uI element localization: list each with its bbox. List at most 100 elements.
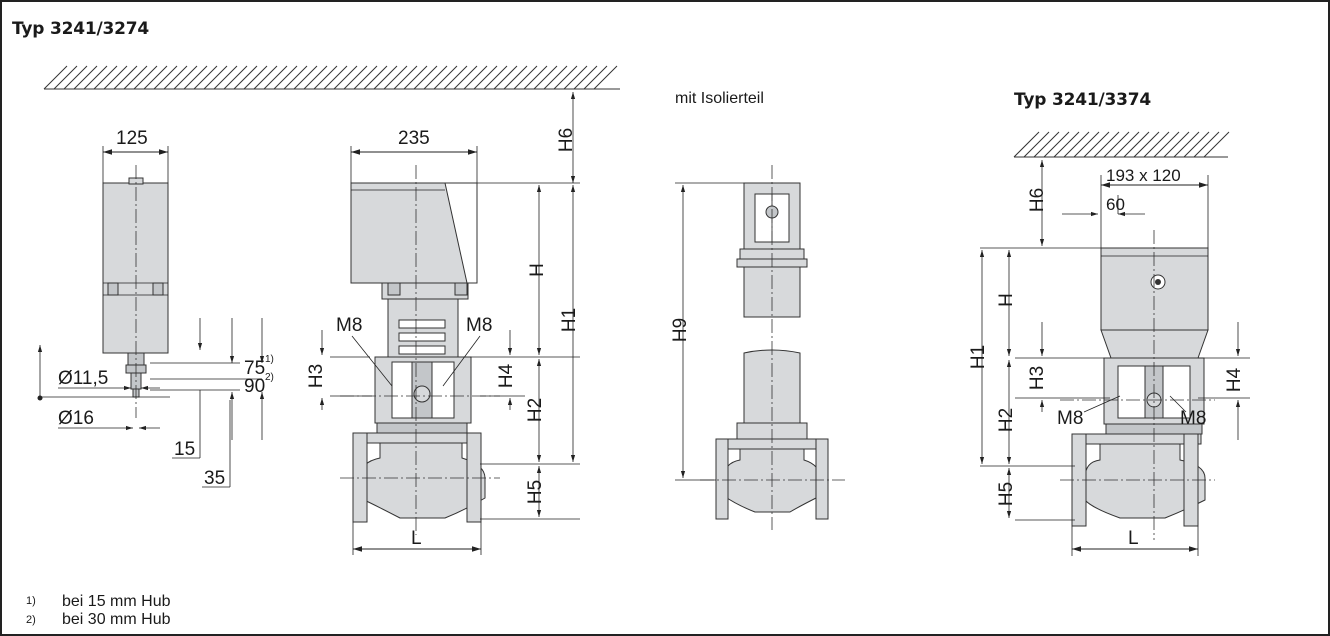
hatch-line-left-22 — [263, 65, 288, 90]
dim-front-l: L — [411, 528, 422, 549]
dim-side-75-ref: 1) — [265, 354, 274, 365]
label-m8-right: M8 — [466, 315, 492, 336]
hatch-line-right-3 — [1043, 131, 1070, 158]
hatch-line-left-41 — [453, 65, 478, 90]
ceiling-hatch-right — [1013, 131, 1230, 158]
hatch-line-right-9 — [1103, 131, 1130, 158]
hatch-line-right-17 — [1183, 131, 1210, 158]
dim-3374-60: 60 — [1106, 195, 1125, 214]
insulated-dimensions: H9 — [670, 182, 744, 481]
dim-side-75: 75 — [244, 358, 265, 379]
hatch-line-right-1 — [1023, 131, 1050, 158]
hatch-line-left-29 — [333, 65, 358, 90]
hatch-line-left-0 — [43, 65, 68, 90]
hatch-line-left-30 — [343, 65, 368, 90]
dim-3374-h6: H6 — [1027, 188, 1048, 212]
side-view-actuator — [102, 165, 169, 418]
hatch-line-right-0 — [1013, 131, 1040, 158]
title-typ-3374: Typ 3241/3374 — [1014, 90, 1151, 110]
hatch-line-right-12 — [1133, 131, 1160, 158]
hatch-line-left-35 — [393, 65, 418, 90]
hatch-line-left-50 — [543, 65, 568, 90]
hatch-line-right-7 — [1083, 131, 1110, 158]
hatch-line-left-38 — [423, 65, 448, 90]
hatch-line-left-25 — [293, 65, 318, 90]
hatch-line-left-4 — [83, 65, 108, 90]
hatch-line-left-52 — [563, 65, 588, 90]
hatch-line-left-32 — [363, 65, 388, 90]
dim-side-15: 15 — [174, 439, 195, 460]
dim-front-h5: H5 — [525, 480, 546, 504]
front-3374-dimensions: 193 x 120 60 H6 H H1 H2 H5 H3 — [968, 160, 1250, 556]
hatch-line-left-14 — [183, 65, 208, 90]
dim-side-d115: Ø11,5 — [58, 368, 108, 389]
hatch-line-left-15 — [193, 65, 218, 90]
hatch-line-left-33 — [373, 65, 398, 90]
hatch-line-right-16 — [1173, 131, 1200, 158]
hatch-line-left-36 — [403, 65, 428, 90]
label-3374-m8-left: M8 — [1057, 408, 1083, 429]
hatch-line-left-46 — [503, 65, 528, 90]
hatch-line-left-13 — [173, 65, 198, 90]
hatch-line-left-37 — [413, 65, 438, 90]
footnote-2-text: bei 30 mm Hub — [62, 611, 171, 628]
hatch-line-left-8 — [123, 65, 148, 90]
hatch-line-left-51 — [553, 65, 578, 90]
side-view-dimensions: 125 Ø11,5 Ø16 75 1) 90 2) — [37, 128, 274, 489]
label-m8-left: M8 — [336, 315, 362, 336]
hatch-line-left-24 — [283, 65, 308, 90]
hatch-line-left-21 — [253, 65, 278, 90]
dim-front-h3: H3 — [306, 364, 327, 388]
dim-side-35: 35 — [204, 468, 225, 489]
dim-3374-h1: H1 — [968, 345, 989, 369]
dim-3374-size: 193 x 120 — [1106, 166, 1181, 185]
title-typ-3274: Typ 3241/3274 — [12, 19, 149, 39]
ceiling-hatch-left — [43, 65, 620, 90]
dim-side-d16: Ø16 — [58, 408, 94, 429]
hatch-line-left-2 — [63, 65, 88, 90]
hatch-line-right-6 — [1073, 131, 1100, 158]
hatch-line-left-55 — [593, 65, 618, 90]
hatch-line-left-26 — [303, 65, 328, 90]
dim-front-235: 235 — [398, 128, 430, 149]
front-view-3374 — [1060, 230, 1215, 540]
hatch-line-left-40 — [443, 65, 468, 90]
hatch-line-left-48 — [523, 65, 548, 90]
hatch-line-left-18 — [223, 65, 248, 90]
dim-front-h: H — [527, 263, 548, 277]
hatch-line-left-9 — [133, 65, 158, 90]
hatch-line-right-19 — [1203, 131, 1230, 158]
hatch-line-left-49 — [533, 65, 558, 90]
dim-3374-h4: H4 — [1224, 367, 1245, 392]
front-3274-dimensions: 235 H6 H H1 H2 H5 H3 H4 M8 — [306, 92, 580, 555]
front-view-3274 — [340, 165, 500, 535]
hatch-line-right-13 — [1143, 131, 1170, 158]
dim-side-90-ref: 2) — [265, 372, 274, 383]
hatch-line-right-14 — [1153, 131, 1180, 158]
hatch-line-left-6 — [103, 65, 128, 90]
hatch-line-right-15 — [1163, 131, 1190, 158]
hatch-line-left-27 — [313, 65, 338, 90]
dim-3374-h5: H5 — [996, 482, 1017, 506]
hatch-line-left-47 — [513, 65, 538, 90]
dim-3374-h2: H2 — [996, 408, 1017, 432]
hatch-line-right-8 — [1093, 131, 1120, 158]
hatch-line-left-53 — [573, 65, 598, 90]
hatch-line-left-3 — [73, 65, 98, 90]
hatch-line-right-10 — [1113, 131, 1140, 158]
dim-3374-h: H — [996, 293, 1017, 307]
hatch-line-left-54 — [583, 65, 608, 90]
footnote-1-text: bei 15 mm Hub — [62, 593, 171, 610]
hatch-line-left-12 — [163, 65, 188, 90]
hatch-line-right-2 — [1033, 131, 1060, 158]
dim-insulated-h9: H9 — [670, 318, 691, 342]
hatch-line-left-45 — [493, 65, 518, 90]
dim-front-h2: H2 — [525, 398, 546, 422]
hatch-line-left-34 — [383, 65, 408, 90]
hatch-line-left-39 — [433, 65, 458, 90]
hatch-line-right-11 — [1123, 131, 1150, 158]
hatch-line-left-17 — [213, 65, 238, 90]
hatch-line-left-23 — [273, 65, 298, 90]
